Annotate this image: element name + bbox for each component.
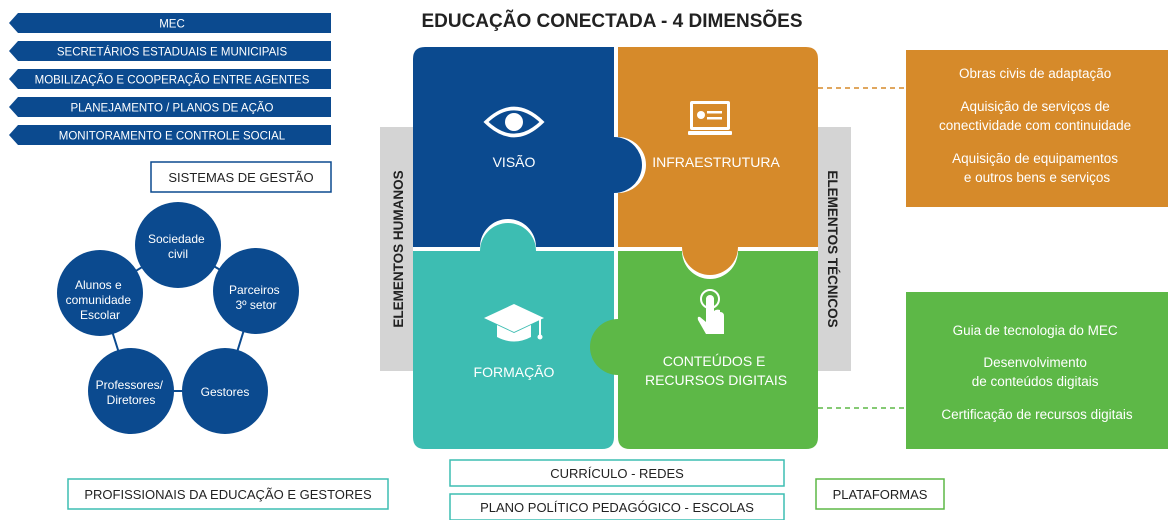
circle-parceiros-text: Parceiros 3º setor	[229, 283, 283, 312]
touch-icon	[697, 289, 724, 334]
circle-alunos-line2: comunidade	[66, 293, 132, 307]
circle-gestores-line1: Gestores	[201, 385, 250, 399]
visao-label: VISÃO	[493, 154, 536, 170]
plano-label: PLANO POLÍTICO PEDAGÓGICO - ESCOLAS	[480, 500, 754, 515]
conteudos-label: CONTEÚDOS E RECURSOS DIGITAIS	[645, 353, 787, 388]
circle-professores-line2: Diretores	[107, 393, 156, 407]
bar-mobilizacao-label: MOBILIZAÇÃO E COOPERAÇÃO ENTRE AGENTES	[35, 74, 310, 87]
circle-alunos-text: Alunos e comunidade Escolar	[66, 278, 135, 322]
quadrant-conteudos	[590, 251, 818, 449]
quadrant-infraestrutura	[618, 47, 818, 275]
infra-action-3-line2: e outros bens e serviços	[964, 170, 1111, 185]
elementos-tecnicos-label: ELEMENTOS TÉCNICOS	[825, 170, 840, 327]
plataformas-label: PLATAFORMAS	[833, 487, 928, 502]
conteudos-actions-box	[906, 292, 1168, 449]
infraestrutura-label: INFRAESTRUTURA	[652, 154, 780, 170]
circle-sociedade-line1: Sociedade	[148, 232, 205, 246]
bar-mobilizacao	[9, 69, 331, 89]
bar-mec	[9, 13, 331, 33]
quadrant-visao	[413, 47, 642, 247]
computer-screen-icon	[688, 101, 732, 135]
infra-action-3-line1: Aquisição de equipamentos	[952, 151, 1118, 166]
bar-planejamento	[9, 97, 331, 117]
circle-parceiros-line2: 3º setor	[235, 298, 276, 312]
conteudos-line1: CONTEÚDOS E	[663, 353, 766, 369]
stakeholder-cycle: Sociedade civil Parceiros 3º setor Gesto…	[57, 202, 299, 434]
diagram-title: EDUCAÇÃO CONECTADA - 4 DIMENSÕES	[421, 10, 802, 32]
sistemas-box	[150, 161, 332, 193]
bar-planejamento-label: PLANEJAMENTO / PLANOS DE AÇÃO	[70, 102, 273, 115]
bar-mec-label: MEC	[159, 19, 185, 31]
circle-sociedade	[135, 202, 221, 288]
bar-monitoramento-label: MONITORAMENTO E CONTROLE SOCIAL	[59, 131, 286, 143]
conteudos-action-2-line2: de conteúdos digitais	[972, 374, 1099, 389]
sistemas-label: SISTEMAS DE GESTÃO	[168, 170, 313, 185]
circle-professores-line1: Professores/	[96, 378, 164, 392]
circle-alunos-line3: Escolar	[80, 308, 120, 322]
circle-professores-text: Professores/ Diretores	[96, 378, 167, 407]
circle-alunos	[57, 250, 143, 336]
circle-parceiros-line1: Parceiros	[229, 283, 280, 297]
conteudos-action-3: Certificação de recursos digitais	[941, 407, 1133, 422]
profissionais-box	[67, 478, 389, 510]
conteudos-action-1: Guia de tecnologia do MEC	[953, 323, 1118, 338]
curriculo-box	[449, 459, 785, 487]
bar-monitoramento	[9, 125, 331, 145]
infra-action-2-line2: conectividade com continuidade	[939, 118, 1131, 133]
circle-gestores-text: Gestores	[201, 385, 250, 399]
infra-actions-text: Obras civis de adaptação Aquisição de se…	[939, 66, 1135, 185]
eye-icon	[483, 106, 545, 138]
conteudos-line2: RECURSOS DIGITAIS	[645, 372, 787, 388]
elementos-humanos-label: ELEMENTOS HUMANOS	[391, 170, 406, 327]
circle-professores	[88, 348, 174, 434]
infra-actions-box	[906, 50, 1168, 207]
plataformas-box	[815, 478, 945, 510]
circle-sociedade-text: Sociedade civil	[148, 232, 208, 261]
right-side-tab	[818, 127, 851, 371]
bar-secretarios-label: SECRETÁRIOS ESTADUAIS E MUNICIPAIS	[57, 46, 288, 59]
plano-box	[449, 493, 785, 520]
left-side-tab	[380, 127, 413, 371]
circle-gestores	[182, 348, 268, 434]
bar-secretarios	[9, 41, 331, 61]
infra-action-1: Obras civis de adaptação	[959, 66, 1111, 81]
management-bars: MEC SECRETÁRIOS ESTADUAIS E MUNICIPAIS M…	[9, 13, 331, 145]
puzzle	[413, 47, 818, 449]
formacao-label: FORMAÇÃO	[474, 364, 555, 380]
infra-action-2-line1: Aquisição de serviços de	[960, 99, 1109, 114]
profissionais-label: PROFISSIONAIS DA EDUCAÇÃO E GESTORES	[84, 487, 372, 502]
circle-alunos-line1: Alunos e	[75, 278, 122, 292]
conteudos-actions-text: Guia de tecnologia do MEC Desenvolviment…	[941, 323, 1133, 422]
circle-parceiros	[213, 248, 299, 334]
curriculo-label: CURRÍCULO - REDES	[550, 466, 684, 481]
graduation-cap-icon	[484, 304, 544, 342]
circle-sociedade-line2: civil	[168, 247, 188, 261]
conteudos-action-2-line1: Desenvolvimento	[983, 355, 1087, 370]
